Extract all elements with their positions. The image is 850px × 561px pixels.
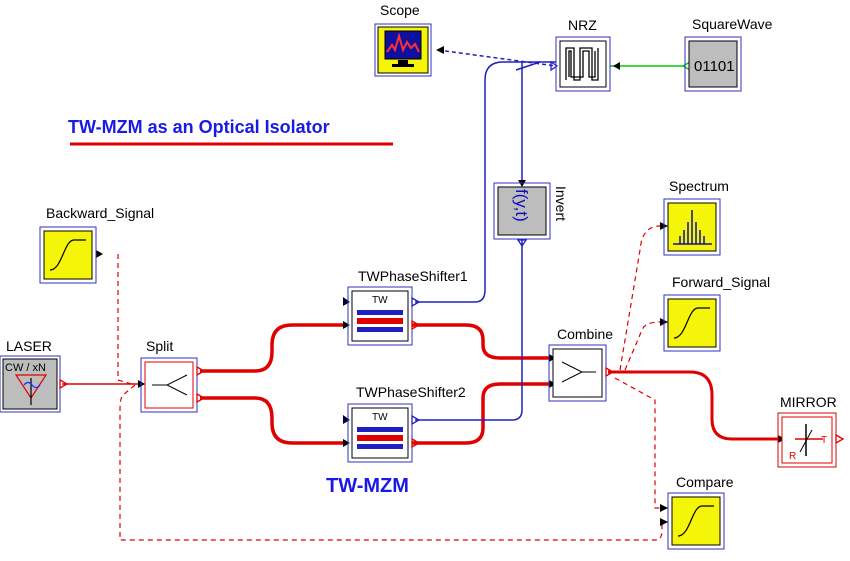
squarewave-label: SquareWave — [692, 16, 773, 32]
squarewave-block[interactable]: SquareWave 01101 — [684, 16, 773, 92]
split-label: Split — [146, 338, 173, 354]
nrz-scope-link — [437, 49, 557, 67]
optical-paths — [62, 225, 778, 541]
tw-phase-shifter-2-block[interactable]: TWPhaseShifter2 TW — [347, 384, 466, 463]
svg-text:R: R — [789, 451, 796, 462]
invert-tw2-link — [415, 240, 523, 421]
combine-mirror-link — [608, 370, 778, 441]
laser-out-port — [59, 378, 69, 390]
invert-label: Invert — [553, 186, 569, 221]
port-markers — [96, 46, 785, 526]
combine-block[interactable]: Combine — [548, 326, 615, 402]
mirror-icon: R T — [789, 424, 827, 462]
scope-icon — [384, 30, 422, 67]
scope-label: Scope — [380, 2, 420, 18]
laser-block[interactable]: LASER CW / xN — [0, 338, 69, 413]
tw-phase-shifter-1-block[interactable]: TWPhaseShifter1 TW — [347, 268, 468, 346]
compare-label: Compare — [676, 474, 734, 490]
pulse-icon — [677, 505, 714, 537]
traveling-wave-icon — [357, 427, 403, 449]
backward-compare-link — [119, 384, 668, 541]
nrz-block[interactable]: NRZ — [555, 17, 611, 92]
compare-tap — [614, 377, 668, 509]
pulse-icon — [673, 307, 710, 339]
nrz-label: NRZ — [568, 17, 597, 33]
scope-block[interactable]: Scope — [374, 2, 432, 77]
split-tw1-link — [200, 323, 347, 373]
diagram-title: TW-MZM as an Optical Isolator — [68, 117, 330, 137]
mzm-label: TW-MZM — [326, 475, 409, 497]
pulse-icon — [49, 239, 86, 271]
nrz-tw1-link — [415, 61, 556, 303]
backward-signal-label: Backward_Signal — [46, 205, 154, 221]
spectrum-icon — [673, 210, 712, 245]
spectrum-block[interactable]: Spectrum — [663, 178, 729, 256]
binary-icon: 01101 — [694, 58, 735, 75]
backward-tap — [117, 254, 136, 386]
function-icon: f(y,t) — [512, 189, 531, 222]
forward-signal-block[interactable]: Forward_Signal — [663, 274, 770, 352]
split-tw2-link — [200, 396, 347, 445]
split-block[interactable]: Split — [140, 338, 206, 413]
spectrum-label: Spectrum — [669, 178, 729, 194]
mirror-block[interactable]: MIRROR R T — [777, 394, 845, 468]
spectrum-tap — [619, 225, 661, 371]
invert-block[interactable]: f(y,t) Invert — [493, 182, 569, 240]
combine-label: Combine — [557, 326, 613, 342]
laser-icon — [14, 374, 48, 405]
laser-label: LASER — [6, 338, 52, 354]
tw2-combine-link — [412, 382, 549, 445]
tw1-combine-link — [412, 323, 549, 360]
compare-block[interactable]: Compare — [667, 474, 734, 550]
svg-text:T: T — [821, 435, 827, 446]
tw2-label: TWPhaseShifter2 — [356, 384, 466, 400]
electrical-paths — [415, 49, 557, 421]
tw2-icon-text: TW — [372, 412, 388, 423]
backward-signal-block[interactable]: Backward_Signal — [39, 205, 154, 284]
laser-mode-text: CW / xN — [5, 362, 46, 374]
nrz-pulse-icon — [565, 47, 599, 81]
tw1-label: TWPhaseShifter1 — [358, 268, 468, 284]
traveling-wave-icon — [357, 310, 403, 332]
forward-signal-label: Forward_Signal — [672, 274, 770, 290]
mirror-label: MIRROR — [780, 394, 837, 410]
tw1-icon-text: TW — [372, 295, 388, 306]
forward-tap — [624, 321, 661, 371]
